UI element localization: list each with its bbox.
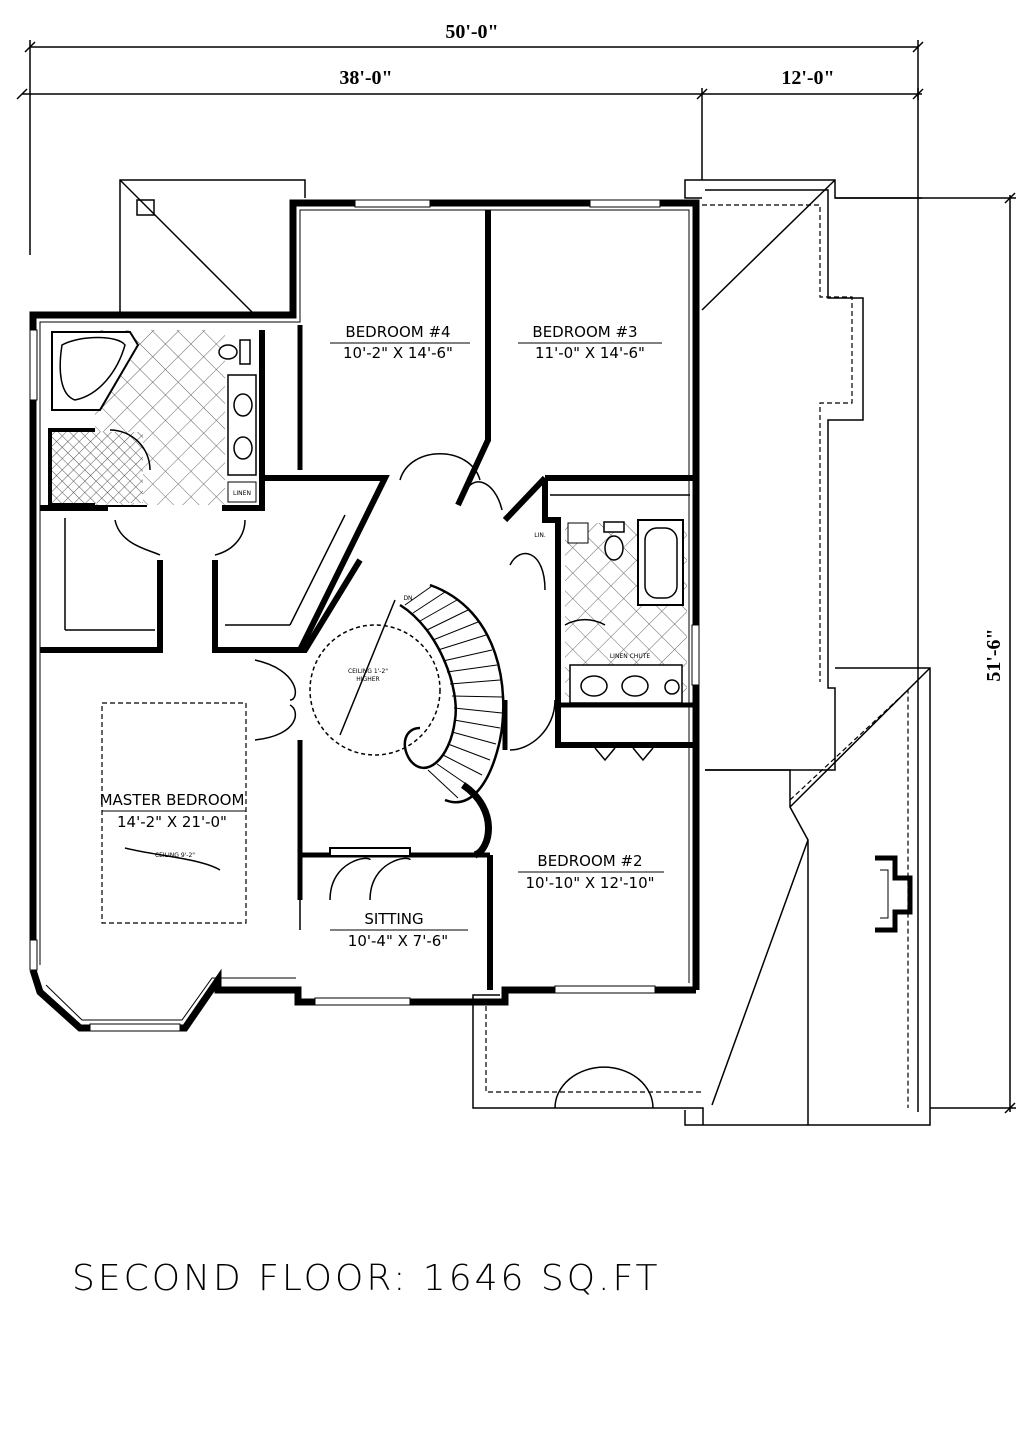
- master-ceiling-note: CEILING 9'-2": [155, 852, 195, 859]
- depth-label: 51'-6": [983, 628, 1005, 681]
- room-bedroom-3: BEDROOM #3 11'-0" X 14'-6": [518, 323, 662, 362]
- right-width-label: 12'-0": [781, 67, 834, 89]
- stair-dn-label: DN: [403, 595, 412, 602]
- overall-width-label: 50'-0": [445, 21, 498, 43]
- room-master-bedroom: MASTER BEDROOM 14'-2" X 21'-0": [100, 791, 246, 831]
- hall-linen-label: LIN.: [534, 532, 546, 539]
- ceiling-note-1: CEILING 1'-2": [348, 668, 388, 675]
- curved-stair: [309, 583, 505, 804]
- left-width-label: 38'-0": [339, 67, 392, 89]
- dimension-lines: [16, 40, 1016, 1114]
- room-size: 10'-10" X 12'-10": [525, 874, 654, 892]
- roof-outlines: [119, 179, 931, 1126]
- master-bath: [51, 330, 257, 505]
- room-size: 10'-2" X 14'-6": [343, 344, 453, 362]
- exterior-walls: [29, 199, 700, 1032]
- room-size: 11'-0" X 14'-6": [535, 344, 645, 362]
- room-name: MASTER BEDROOM: [100, 791, 245, 809]
- master-linen-label: LINEN: [233, 490, 251, 497]
- room-name: SITTING: [364, 910, 423, 928]
- room-name: BEDROOM #2: [537, 852, 642, 870]
- floor-title: SECOND FLOOR: 1646 SQ.FT: [72, 1258, 661, 1299]
- master-tray-ceiling: [101, 702, 247, 924]
- room-name: BEDROOM #4: [345, 323, 450, 341]
- ceiling-note-2: HIGHER: [356, 676, 379, 683]
- hall-bath: [564, 519, 687, 704]
- room-size: 14'-2" X 21'-0": [117, 813, 227, 831]
- room-size: 10'-4" X 7'-6": [348, 932, 448, 950]
- room-bedroom-2: BEDROOM #2 10'-10" X 12'-10": [518, 852, 664, 892]
- linen-chute-label: LINEN CHUTE: [610, 653, 651, 660]
- room-sitting: SITTING 10'-4" X 7'-6": [330, 910, 468, 950]
- interior-walls: [40, 210, 696, 990]
- stair-treads: [404, 585, 503, 799]
- room-bedroom-4: BEDROOM #4 10'-2" X 14'-6": [330, 323, 470, 362]
- doors: [114, 453, 654, 930]
- room-name: BEDROOM #3: [532, 323, 637, 341]
